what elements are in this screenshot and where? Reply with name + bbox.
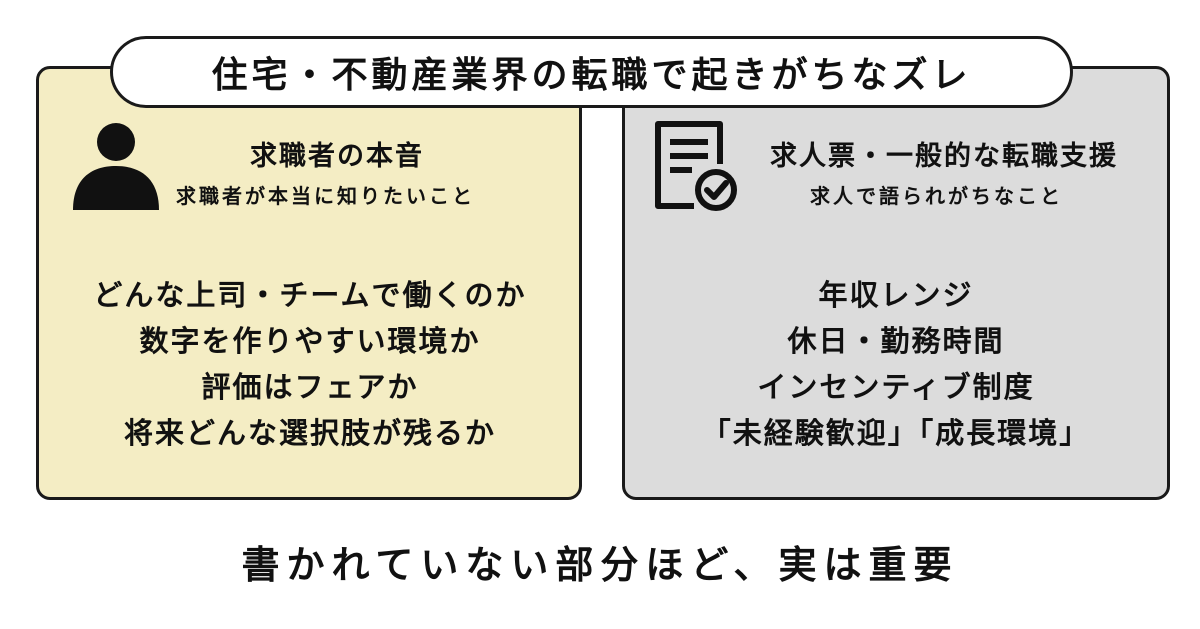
person-icon (73, 123, 159, 210)
list-item: 評価はフェアか (201, 370, 419, 404)
right-panel-subheading: 求人で語られがちなこと (810, 184, 1063, 208)
page-title: 住宅・不動産業界の転職で起きがちなズレ (110, 36, 1073, 108)
left-panel-subheading: 求職者が本当に知りたいこと (176, 184, 475, 208)
left-panel-list: どんな上司・チームで働くのか 数字を作りやすい環境か 評価はフェアか 将来どんな… (40, 272, 580, 456)
left-panel-heading: 求職者の本音 (250, 141, 424, 172)
list-item: 「未経験歓迎」「成長環境」 (701, 416, 1091, 450)
list-item: どんな上司・チームで働くのか (93, 278, 527, 312)
list-item: 将来どんな選択肢が残るか (123, 416, 496, 450)
list-item: インセンティブ制度 (757, 370, 1035, 404)
footer-caption: 書かれていない部分ほど、実は重要 (241, 543, 959, 587)
list-item: 年収レンジ (818, 278, 974, 312)
right-panel-list: 年収レンジ 休日・勤務時間 インセンティブ制度 「未経験歓迎」「成長環境」 (626, 272, 1166, 456)
right-panel-heading: 求人票・一般的な転職支援 (770, 141, 1118, 172)
document-check-icon (655, 121, 737, 211)
list-item: 数字を作りやすい環境か (139, 324, 481, 358)
right-panel (622, 66, 1170, 500)
list-item: 休日・勤務時間 (787, 324, 1005, 358)
